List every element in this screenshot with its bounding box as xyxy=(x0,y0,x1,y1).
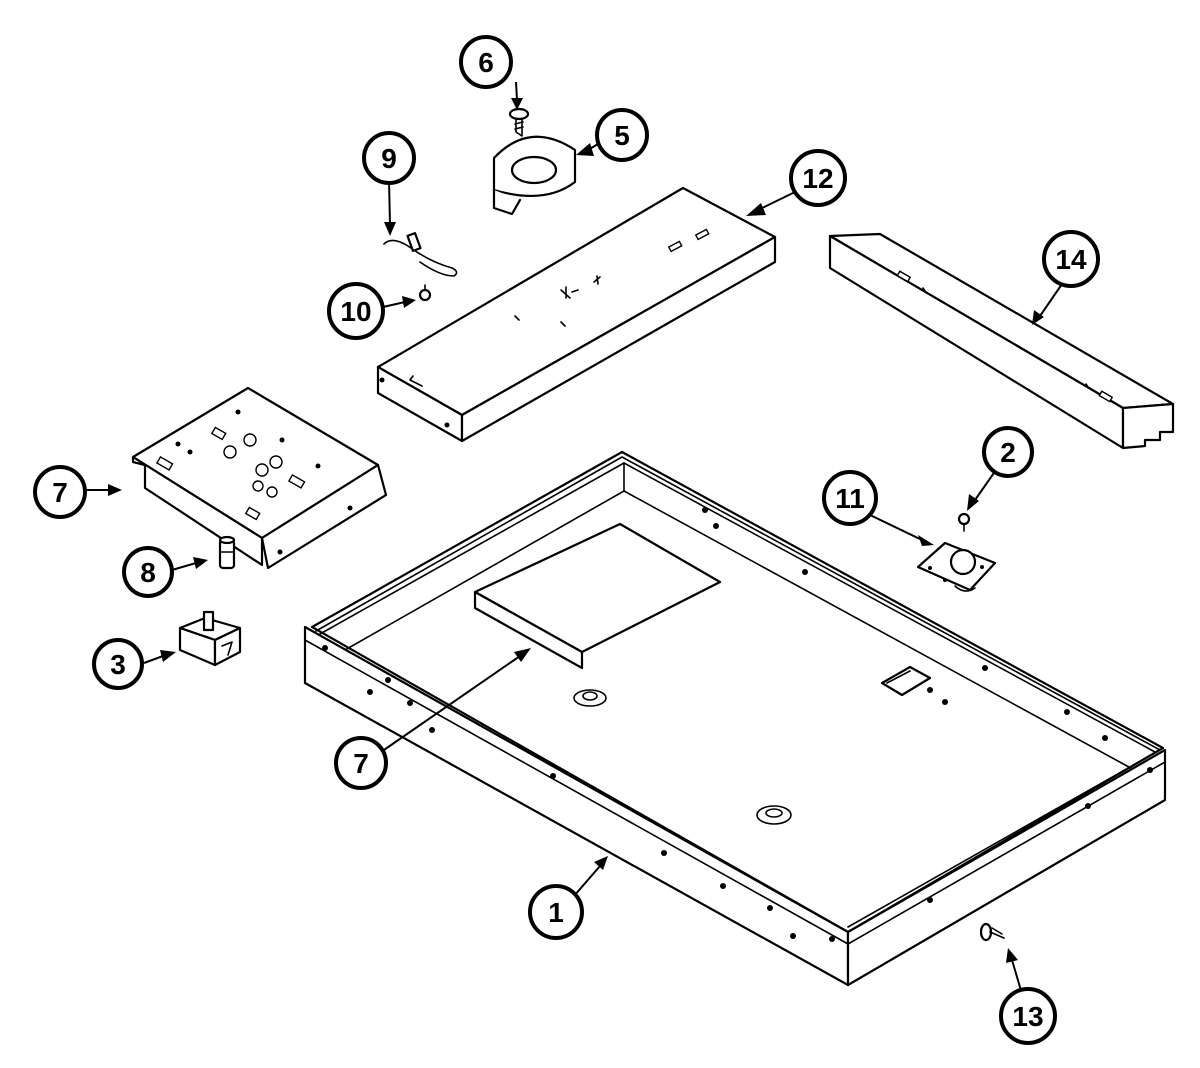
part-right-bracket xyxy=(828,232,1175,450)
svg-text:7: 7 xyxy=(52,477,68,508)
svg-text:7: 7 xyxy=(353,748,369,779)
callout-14: 14 xyxy=(1042,230,1100,288)
callout-7-lower: 7 xyxy=(334,736,388,790)
callout-9: 9 xyxy=(362,131,416,185)
callout-3: 3 xyxy=(92,638,144,690)
part-screw-13 xyxy=(979,922,1005,942)
part-switch xyxy=(178,610,242,667)
svg-text:10: 10 xyxy=(340,296,371,327)
callout-5: 5 xyxy=(595,108,649,162)
part-screw-2 xyxy=(957,512,971,532)
svg-text:6: 6 xyxy=(478,47,494,78)
part-knob xyxy=(218,535,236,570)
part-screw-6 xyxy=(508,107,530,137)
part-screw-10 xyxy=(418,284,432,302)
part-long-panel xyxy=(376,186,777,443)
svg-text:13: 13 xyxy=(1012,1001,1043,1032)
svg-text:12: 12 xyxy=(802,163,833,194)
callout-11: 11 xyxy=(822,470,878,526)
callout-7-upper: 7 xyxy=(33,465,87,519)
part-inner-tray xyxy=(473,522,722,670)
svg-text:14: 14 xyxy=(1055,244,1087,275)
svg-text:1: 1 xyxy=(548,897,564,928)
callout-12: 12 xyxy=(789,149,847,207)
callout-2: 2 xyxy=(982,426,1034,478)
part-base-pan xyxy=(303,450,1167,987)
callout-13: 13 xyxy=(999,987,1057,1045)
callout-10: 10 xyxy=(327,282,385,340)
svg-text:9: 9 xyxy=(381,143,397,174)
svg-text:8: 8 xyxy=(140,557,156,588)
svg-text:2: 2 xyxy=(1000,437,1016,468)
part-control-bracket xyxy=(131,386,388,570)
callout-8: 8 xyxy=(122,546,174,598)
svg-text:5: 5 xyxy=(614,120,630,151)
leader-lines xyxy=(85,81,1063,995)
part-wire-clip xyxy=(383,232,458,277)
callout-1: 1 xyxy=(528,884,584,940)
part-ring xyxy=(492,135,577,216)
callout-6: 6 xyxy=(459,35,513,89)
part-button-plate xyxy=(916,541,997,592)
svg-text:3: 3 xyxy=(110,649,126,680)
svg-text:11: 11 xyxy=(835,483,865,514)
